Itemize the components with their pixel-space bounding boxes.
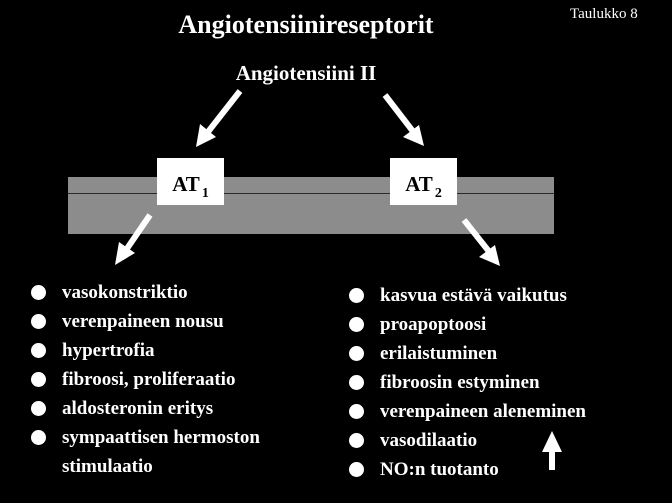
- bullet-icon: [31, 343, 46, 358]
- membrane-line: [68, 193, 554, 194]
- list-item: fibroosi, proliferaatio: [31, 365, 260, 394]
- list-item: fibroosin estyminen: [349, 368, 586, 397]
- arrow-down-right-icon: [461, 218, 500, 266]
- list-item: vasodilaatio: [349, 426, 586, 455]
- bullet-icon: [31, 430, 46, 445]
- effect-text: vasodilaatio: [380, 430, 478, 451]
- bullet-icon: [31, 314, 46, 329]
- bullet-icon: [349, 462, 364, 477]
- bullet-icon: [349, 404, 364, 419]
- effect-text: verenpaineen nousu: [62, 311, 224, 332]
- bullet-icon: [349, 346, 364, 361]
- list-item: kasvua estävä vaikutus: [349, 281, 586, 310]
- arrow-down-right-icon: [382, 93, 424, 146]
- effect-text: sympaattisen hermoston: [62, 427, 260, 448]
- bullet-icon: [349, 433, 364, 448]
- list-item: aldosteronin eritys: [31, 394, 260, 423]
- bullet-icon: [31, 285, 46, 300]
- bullet-icon: [31, 372, 46, 387]
- effect-text: fibroosin estyminen: [380, 372, 540, 393]
- list-item: erilaistuminen: [349, 339, 586, 368]
- receptor-at1-subscript: 1: [201, 186, 209, 201]
- table-tag: Taulukko 8: [570, 6, 638, 22]
- bullet-icon: [349, 375, 364, 390]
- receptor-at1-name: AT: [172, 172, 200, 196]
- effect-text: aldosteronin eritys: [62, 398, 214, 419]
- effect-text: fibroosi, proliferaatio: [62, 369, 236, 390]
- ligand-label: Angiotensiini II: [235, 61, 377, 85]
- effect-text: vasokonstriktio: [62, 282, 188, 303]
- page-title: Angiotensiinireseptorit: [178, 10, 434, 39]
- at1-effects-list: vasokonstriktio verenpaineen nousu hyper…: [31, 278, 260, 481]
- receptor-at2-subscript: 2: [434, 186, 442, 201]
- bullet-icon: [349, 288, 364, 303]
- effect-text: verenpaineen aleneminen: [380, 401, 587, 422]
- list-item: sympaattisen hermoston stimulaatio: [31, 423, 260, 481]
- list-item: vasokonstriktio: [31, 278, 260, 307]
- effect-text: erilaistuminen: [380, 343, 498, 364]
- arrow-down-left-icon: [115, 213, 153, 265]
- arrow-down-left-icon: [196, 89, 243, 147]
- list-item: verenpaineen nousu: [31, 307, 260, 336]
- effect-text: proapoptoosi: [380, 314, 487, 335]
- list-item: verenpaineen aleneminen: [349, 397, 586, 426]
- receptor-at2-name: AT: [405, 172, 433, 196]
- at2-effects-list: kasvua estävä vaikutus proapoptoosi eril…: [349, 281, 586, 484]
- effect-text-continued: stimulaatio: [62, 456, 153, 477]
- cell-membrane: [68, 177, 554, 234]
- effect-text: kasvua estävä vaikutus: [380, 285, 567, 306]
- list-item: hypertrofia: [31, 336, 260, 365]
- bullet-icon: [349, 317, 364, 332]
- effect-text: hypertrofia: [62, 340, 155, 361]
- list-item: proapoptoosi: [349, 310, 586, 339]
- bullet-icon: [31, 401, 46, 416]
- list-item: NO:n tuotanto: [349, 455, 586, 484]
- arrow-up-icon: [542, 431, 562, 470]
- effect-text: NO:n tuotanto: [380, 459, 499, 480]
